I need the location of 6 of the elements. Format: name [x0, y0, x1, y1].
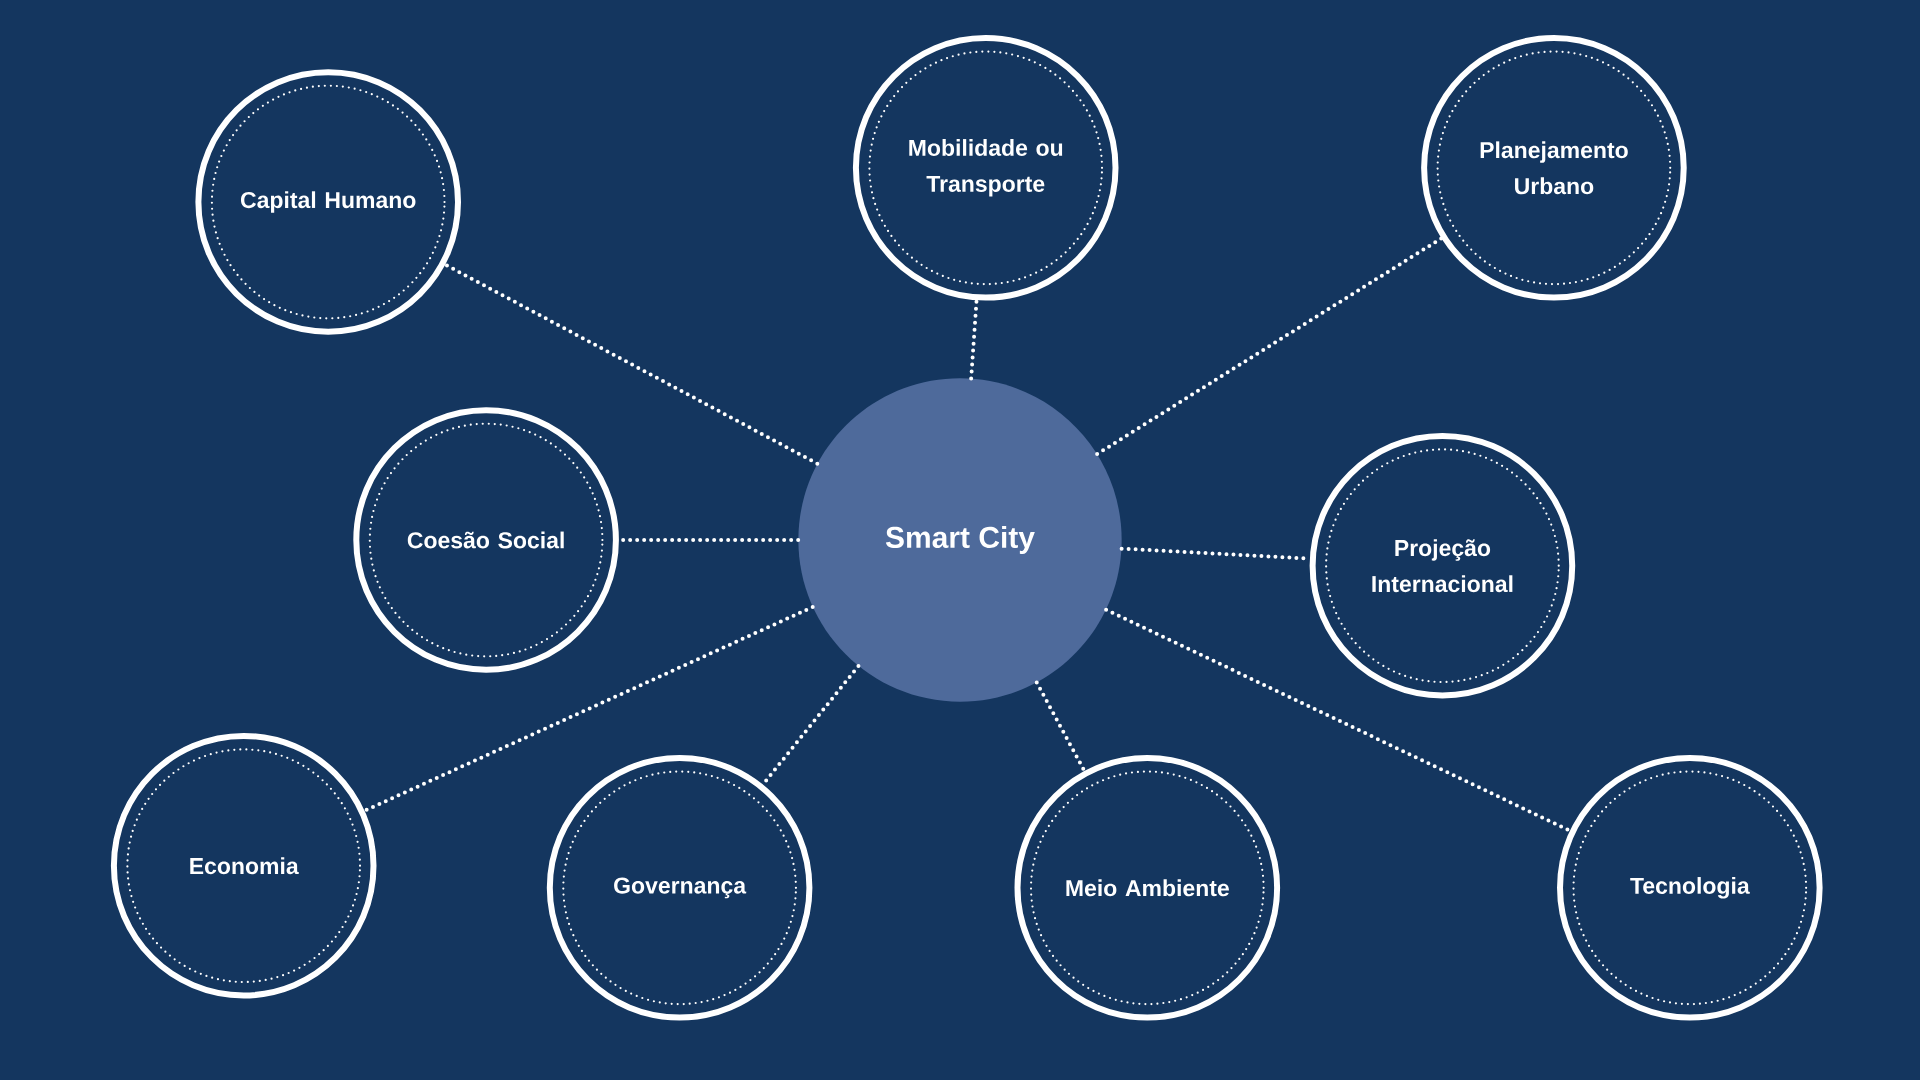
connector-line [1104, 607, 1572, 833]
connector-line [443, 262, 820, 466]
connector-line [969, 298, 979, 381]
connector-line [362, 605, 815, 813]
connector-line [1095, 236, 1444, 457]
connector-line [1034, 680, 1087, 773]
